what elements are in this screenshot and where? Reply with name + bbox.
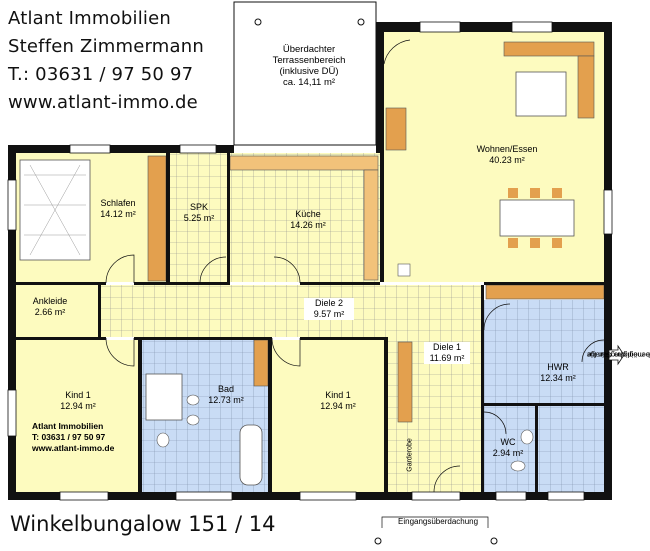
room-label-schlafen: Schlafen 14.12 m²: [88, 198, 148, 220]
website-link[interactable]: www.atlant-immo.de: [8, 92, 198, 113]
room-area: 12.94 m²: [60, 401, 96, 411]
room-label-kind1-left: Kind 1 12.94 m²: [48, 390, 108, 412]
room-label-wc: WC 2.94 m²: [486, 437, 530, 459]
room-area: 14.12 m²: [100, 209, 136, 219]
contact-company: Atlant Immobilien: [32, 421, 104, 431]
room-area: 9.57 m²: [313, 309, 345, 319]
room-area: 5.25 m²: [183, 213, 215, 223]
room-name: HWR: [547, 362, 569, 372]
contact-box: Atlant Immobilien T: 03631 / 97 50 97 ww…: [32, 421, 114, 454]
terrace-post: [254, 18, 262, 26]
windows: [7, 21, 613, 501]
terrace-area: [233, 1, 377, 146]
furniture: [19, 41, 605, 486]
room-area: 40.23 m²: [489, 155, 525, 165]
canopy-outline: [381, 516, 489, 528]
room-name: Diele 1: [432, 342, 461, 352]
terrace-line: (inklusive DÜ): [279, 66, 339, 77]
room-name: Diele 2: [314, 298, 343, 308]
floor-fills: [16, 32, 604, 492]
room-label-hwr: HWR 12.34 m²: [528, 362, 588, 384]
company-name: Atlant Immobilien: [8, 8, 171, 29]
room-label-diele2: Diele 2 9.57 m²: [304, 298, 354, 320]
room-area: 12.34 m²: [540, 373, 576, 383]
plan-title: Winkelbungalow 151 / 14: [10, 512, 276, 536]
garderobe-label: Garderobe: [407, 438, 420, 471]
room-name: Schlafen: [100, 198, 136, 208]
room-area: 2.66 m²: [34, 307, 66, 317]
room-label-ankleide: Ankleide 2.66 m²: [20, 296, 80, 318]
door-swings: [105, 39, 605, 493]
room-label-bad: Bad 12.73 m²: [198, 384, 254, 406]
room-area: 14.26 m²: [290, 220, 326, 230]
canopy-post: [490, 537, 498, 545]
contact-person: Steffen Zimmermann: [8, 36, 204, 57]
room-name: Kind 1: [325, 390, 351, 400]
room-name: Ankleide: [32, 296, 68, 306]
terrace-line: Überdachter: [282, 44, 336, 55]
side-entrance-note: Nebeneingangstür füreine mögliche Garage: [587, 351, 650, 365]
room-name: Kind 1: [65, 390, 91, 400]
terrace-line: ca. 14,11 m²: [282, 77, 336, 88]
side-note-line: eine mögliche Garage: [586, 350, 650, 360]
room-area: 11.69 m²: [429, 353, 465, 363]
room-area: 2.94 m²: [492, 448, 524, 458]
contact-website[interactable]: www.atlant-immo.de: [32, 443, 115, 453]
phone-number: T.: 03631 / 97 50 97: [8, 64, 194, 85]
terrace-note: Überdachter Terrassenbereich (inklusive …: [242, 44, 376, 88]
room-label-spk: SPK 5.25 m²: [172, 202, 226, 224]
room-label-wohnen: Wohnen/Essen 40.23 m²: [462, 144, 552, 166]
room-label-diele1: Diele 1 11.69 m²: [424, 342, 470, 364]
room-name: SPK: [189, 202, 208, 212]
room-label-kind1-right: Kind 1 12.94 m²: [308, 390, 368, 412]
room-name: Bad: [217, 384, 234, 394]
room-area: 12.73 m²: [208, 395, 244, 405]
entrance-label: Eingangsüberdachung: [398, 517, 479, 526]
room-area: 12.94 m²: [320, 401, 356, 411]
terrace-line: Terrassenbereich: [272, 55, 346, 66]
terrace-post: [357, 18, 365, 26]
garderobe-text: Garderobe: [406, 438, 414, 472]
side-door-arrow-icon: [608, 344, 625, 366]
room-name: Wohnen/Essen: [476, 144, 538, 154]
contact-phone: T: 03631 / 97 50 97: [32, 432, 106, 442]
room-label-kueche: Küche 14.26 m²: [278, 209, 338, 231]
canopy-post: [374, 537, 382, 545]
room-name: WC: [500, 437, 516, 447]
room-name: Küche: [295, 209, 321, 219]
